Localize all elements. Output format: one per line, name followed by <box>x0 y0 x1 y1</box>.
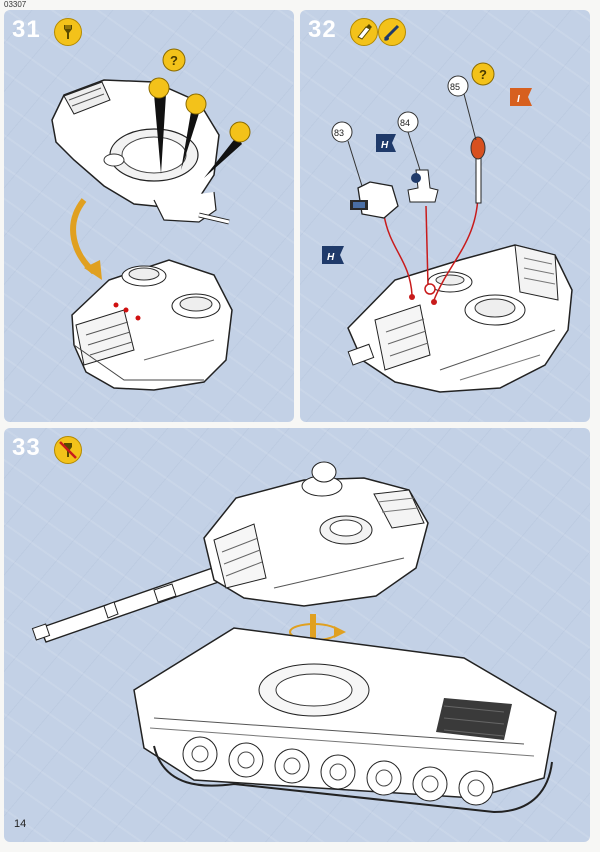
glue-icon <box>54 18 82 46</box>
paint-marker-h-2: H <box>327 252 335 263</box>
step-32-panel: 32 83 <box>300 10 590 422</box>
step-32-illustration: 83 84 85 ? H H I <box>322 62 573 393</box>
step-33-panel: 33 <box>4 428 590 842</box>
callout-84: 84 <box>400 118 410 128</box>
step-33-illustration <box>31 461 557 814</box>
svg-text:?: ? <box>170 53 178 68</box>
svg-text:?: ? <box>479 67 487 82</box>
callout-85: 85 <box>450 82 460 92</box>
step-31-number: 31 <box>12 16 41 43</box>
step-32-number: 32 <box>308 16 337 43</box>
paint-brush-icon <box>378 18 406 46</box>
step-31-panel: 31 ? <box>4 10 294 422</box>
paint-marker-h-1: H <box>381 140 389 151</box>
callout-83: 83 <box>334 128 344 138</box>
paint-marker-i: I <box>517 94 520 105</box>
no-glue-icon <box>54 436 82 464</box>
step-33-number: 33 <box>12 434 41 461</box>
step-31-illustration: ? <box>51 48 251 391</box>
page-number: 14 <box>14 818 27 830</box>
kit-code: 03307 <box>4 0 27 9</box>
glue-tube-icon <box>350 18 378 46</box>
